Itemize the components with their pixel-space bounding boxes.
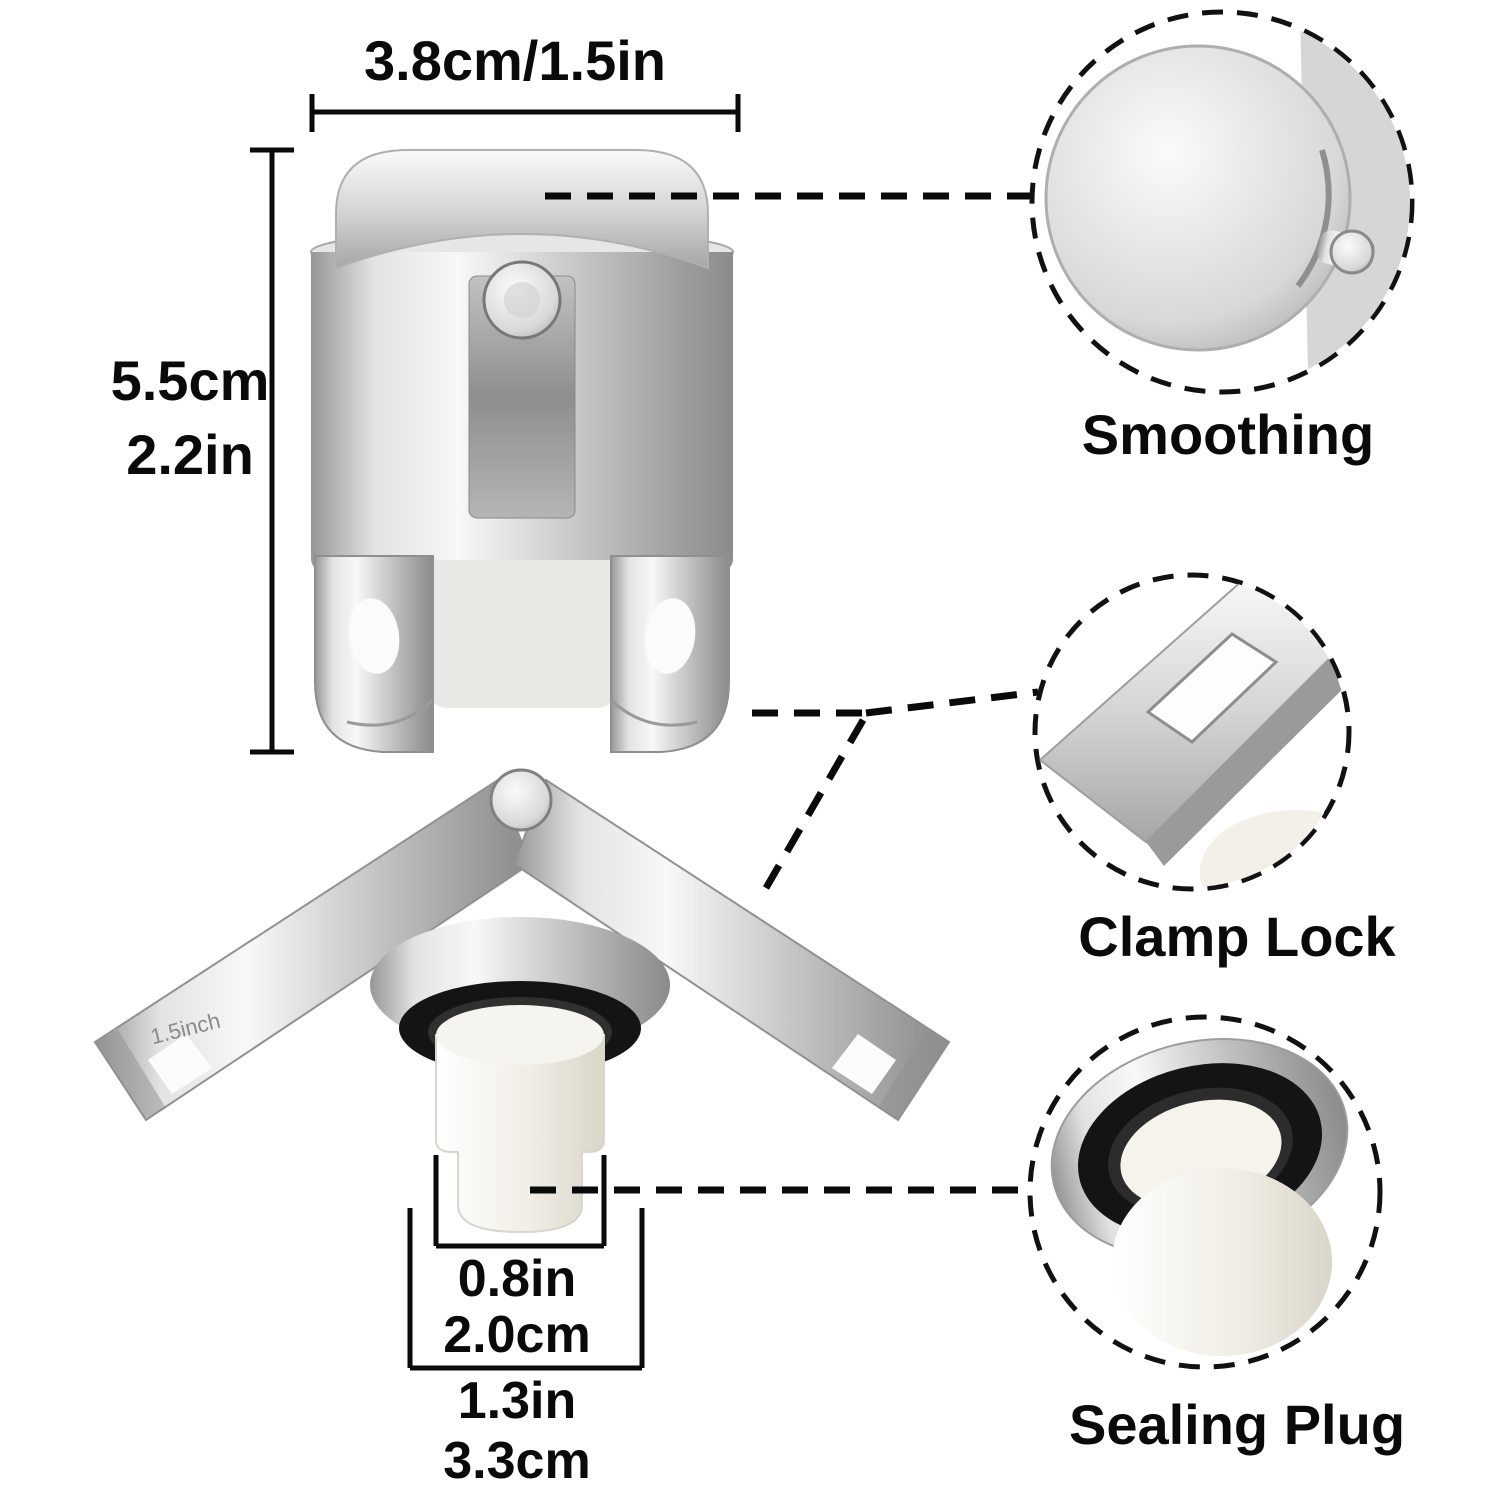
dim-plug-inner-cm: 2.0cm bbox=[443, 1306, 591, 1364]
callout-label-sealing-plug: Sealing Plug bbox=[1068, 1393, 1406, 1456]
dim-top-width: 3.8cm/1.5in bbox=[364, 29, 666, 92]
stopper-cap bbox=[335, 149, 709, 270]
callout-sealing-plug-circle bbox=[1027, 1014, 1383, 1370]
dimension-lines bbox=[250, 94, 741, 1371]
connector-clamp-c bbox=[865, 688, 1039, 717]
arm-slot-right bbox=[832, 1034, 896, 1094]
clamp-hole bbox=[1145, 632, 1279, 744]
stopper-side-view bbox=[310, 149, 734, 753]
callout-smoothing-circle bbox=[1029, 9, 1415, 395]
pivot-knob-bottom bbox=[489, 768, 553, 832]
connector-clamp-b bbox=[762, 713, 870, 890]
dim-height-cm: 5.5cm bbox=[110, 349, 270, 412]
dim-plug-inner-in: 0.8in bbox=[457, 1250, 577, 1308]
dim-plug-outer-in: 1.3in bbox=[457, 1372, 577, 1430]
leg-slot-right bbox=[644, 598, 696, 674]
dim-plug-outer-cm: 3.3cm bbox=[443, 1432, 591, 1490]
leg-slot-left bbox=[348, 598, 400, 674]
dim-height-in: 2.2in bbox=[126, 423, 254, 486]
sealing-plug bbox=[435, 1034, 605, 1234]
callout-label-smoothing: Smoothing bbox=[1081, 403, 1375, 466]
plug-dome bbox=[1112, 1168, 1332, 1356]
callout-clamp-lock-circle bbox=[1032, 572, 1352, 892]
cap-pin bbox=[1329, 229, 1375, 275]
stopper-bottom-view bbox=[93, 768, 951, 1234]
callout-connectors bbox=[530, 192, 1039, 1194]
stopper-inner-plug bbox=[430, 560, 614, 708]
arm-slot-left bbox=[148, 1034, 212, 1094]
cap-closeup bbox=[1044, 44, 1352, 352]
callout-label-clamp-lock: Clamp Lock bbox=[1078, 905, 1396, 968]
